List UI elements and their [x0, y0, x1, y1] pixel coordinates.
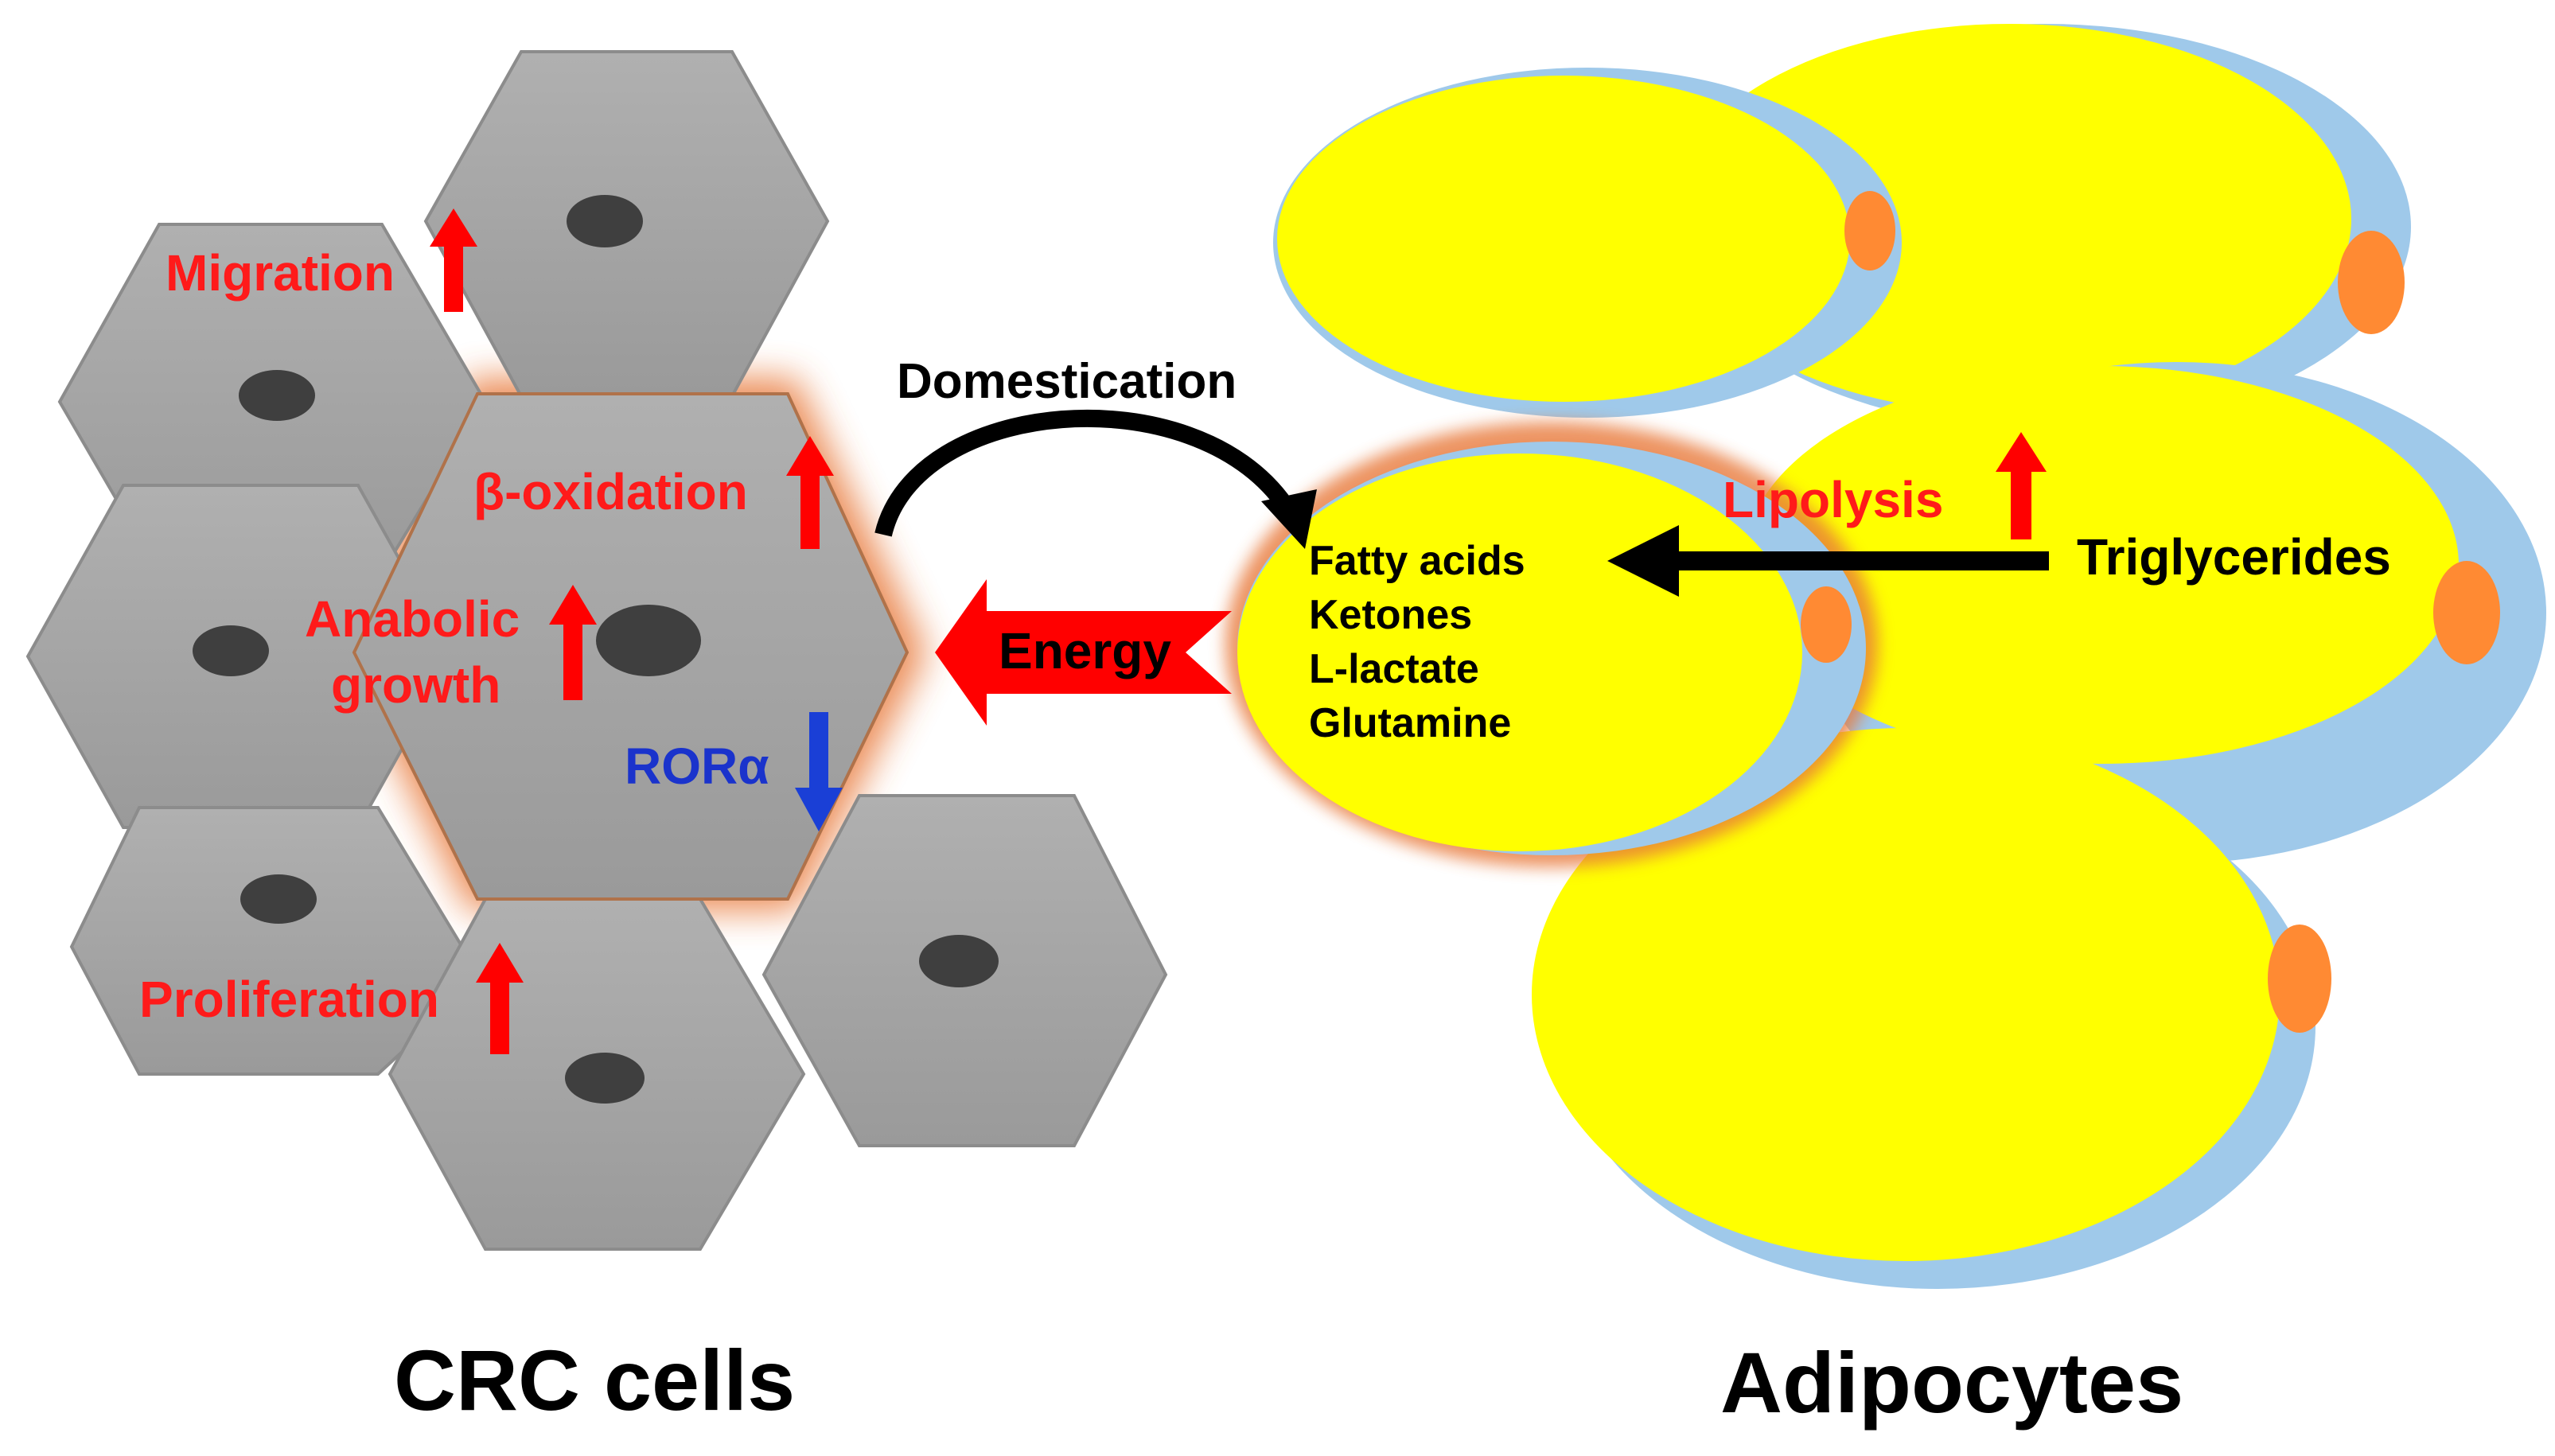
beta-oxidation-label: β-oxidation — [473, 463, 748, 520]
energy-arrow — [935, 579, 1232, 726]
anabolic-growth-up-arrow-icon — [549, 585, 597, 700]
lipolysis-arrow — [1607, 525, 2049, 597]
domestication-curved-arrow — [874, 409, 1317, 549]
nucleus — [193, 625, 269, 676]
migration-label: Migration — [166, 244, 395, 302]
growth-label: growth — [331, 656, 500, 714]
ror-alpha-label: RORα — [625, 738, 769, 795]
metabolite-ketones: Ketones — [1309, 592, 1472, 638]
nucleus — [596, 605, 701, 676]
metabolite-glutamine: Glutamine — [1309, 700, 1511, 746]
proliferation-up-arrow-icon — [476, 943, 524, 1054]
nucleus — [567, 195, 643, 247]
beta-oxidation-up-arrow-icon — [786, 436, 834, 549]
lipolysis-label: Lipolysis — [1723, 471, 1943, 528]
energy-label: Energy — [999, 622, 1171, 679]
nucleus — [239, 370, 315, 421]
adipocytes-title: Adipocytes — [1720, 1334, 2183, 1431]
metabolite-fatty-acids: Fatty acids — [1309, 538, 1525, 584]
adipocyte-lipid-droplet — [1277, 76, 1850, 402]
ror-down-arrow-icon — [795, 712, 843, 831]
adipocyte-lipid-droplet — [1532, 728, 2280, 1261]
nucleus — [919, 935, 999, 987]
crc-cells-title: CRC cells — [394, 1332, 795, 1428]
adipocyte-nucleus — [2433, 561, 2500, 664]
adipocyte-nucleus — [2268, 925, 2331, 1033]
domestication-label: Domestication — [897, 354, 1237, 409]
adipocyte-nucleus — [1844, 191, 1895, 271]
adipocyte-lipid-droplet — [1743, 366, 2459, 764]
crc-cell-lower-left — [69, 806, 484, 1076]
proliferation-label: Proliferation — [139, 971, 439, 1028]
crc-cell-cluster — [25, 50, 1168, 1251]
nucleus — [240, 874, 317, 924]
triglycerides-label: Triglycerides — [2077, 528, 2391, 586]
adipocyte-nucleus — [1801, 586, 1852, 663]
adipocyte-nucleus — [2338, 231, 2405, 334]
metabolite-l-lactate: L-lactate — [1309, 646, 1479, 692]
nucleus — [565, 1053, 645, 1104]
lipolysis-up-arrow-icon — [1996, 432, 2047, 539]
anabolic-label: Anabolic — [305, 590, 520, 648]
migration-up-arrow-icon — [430, 208, 477, 312]
